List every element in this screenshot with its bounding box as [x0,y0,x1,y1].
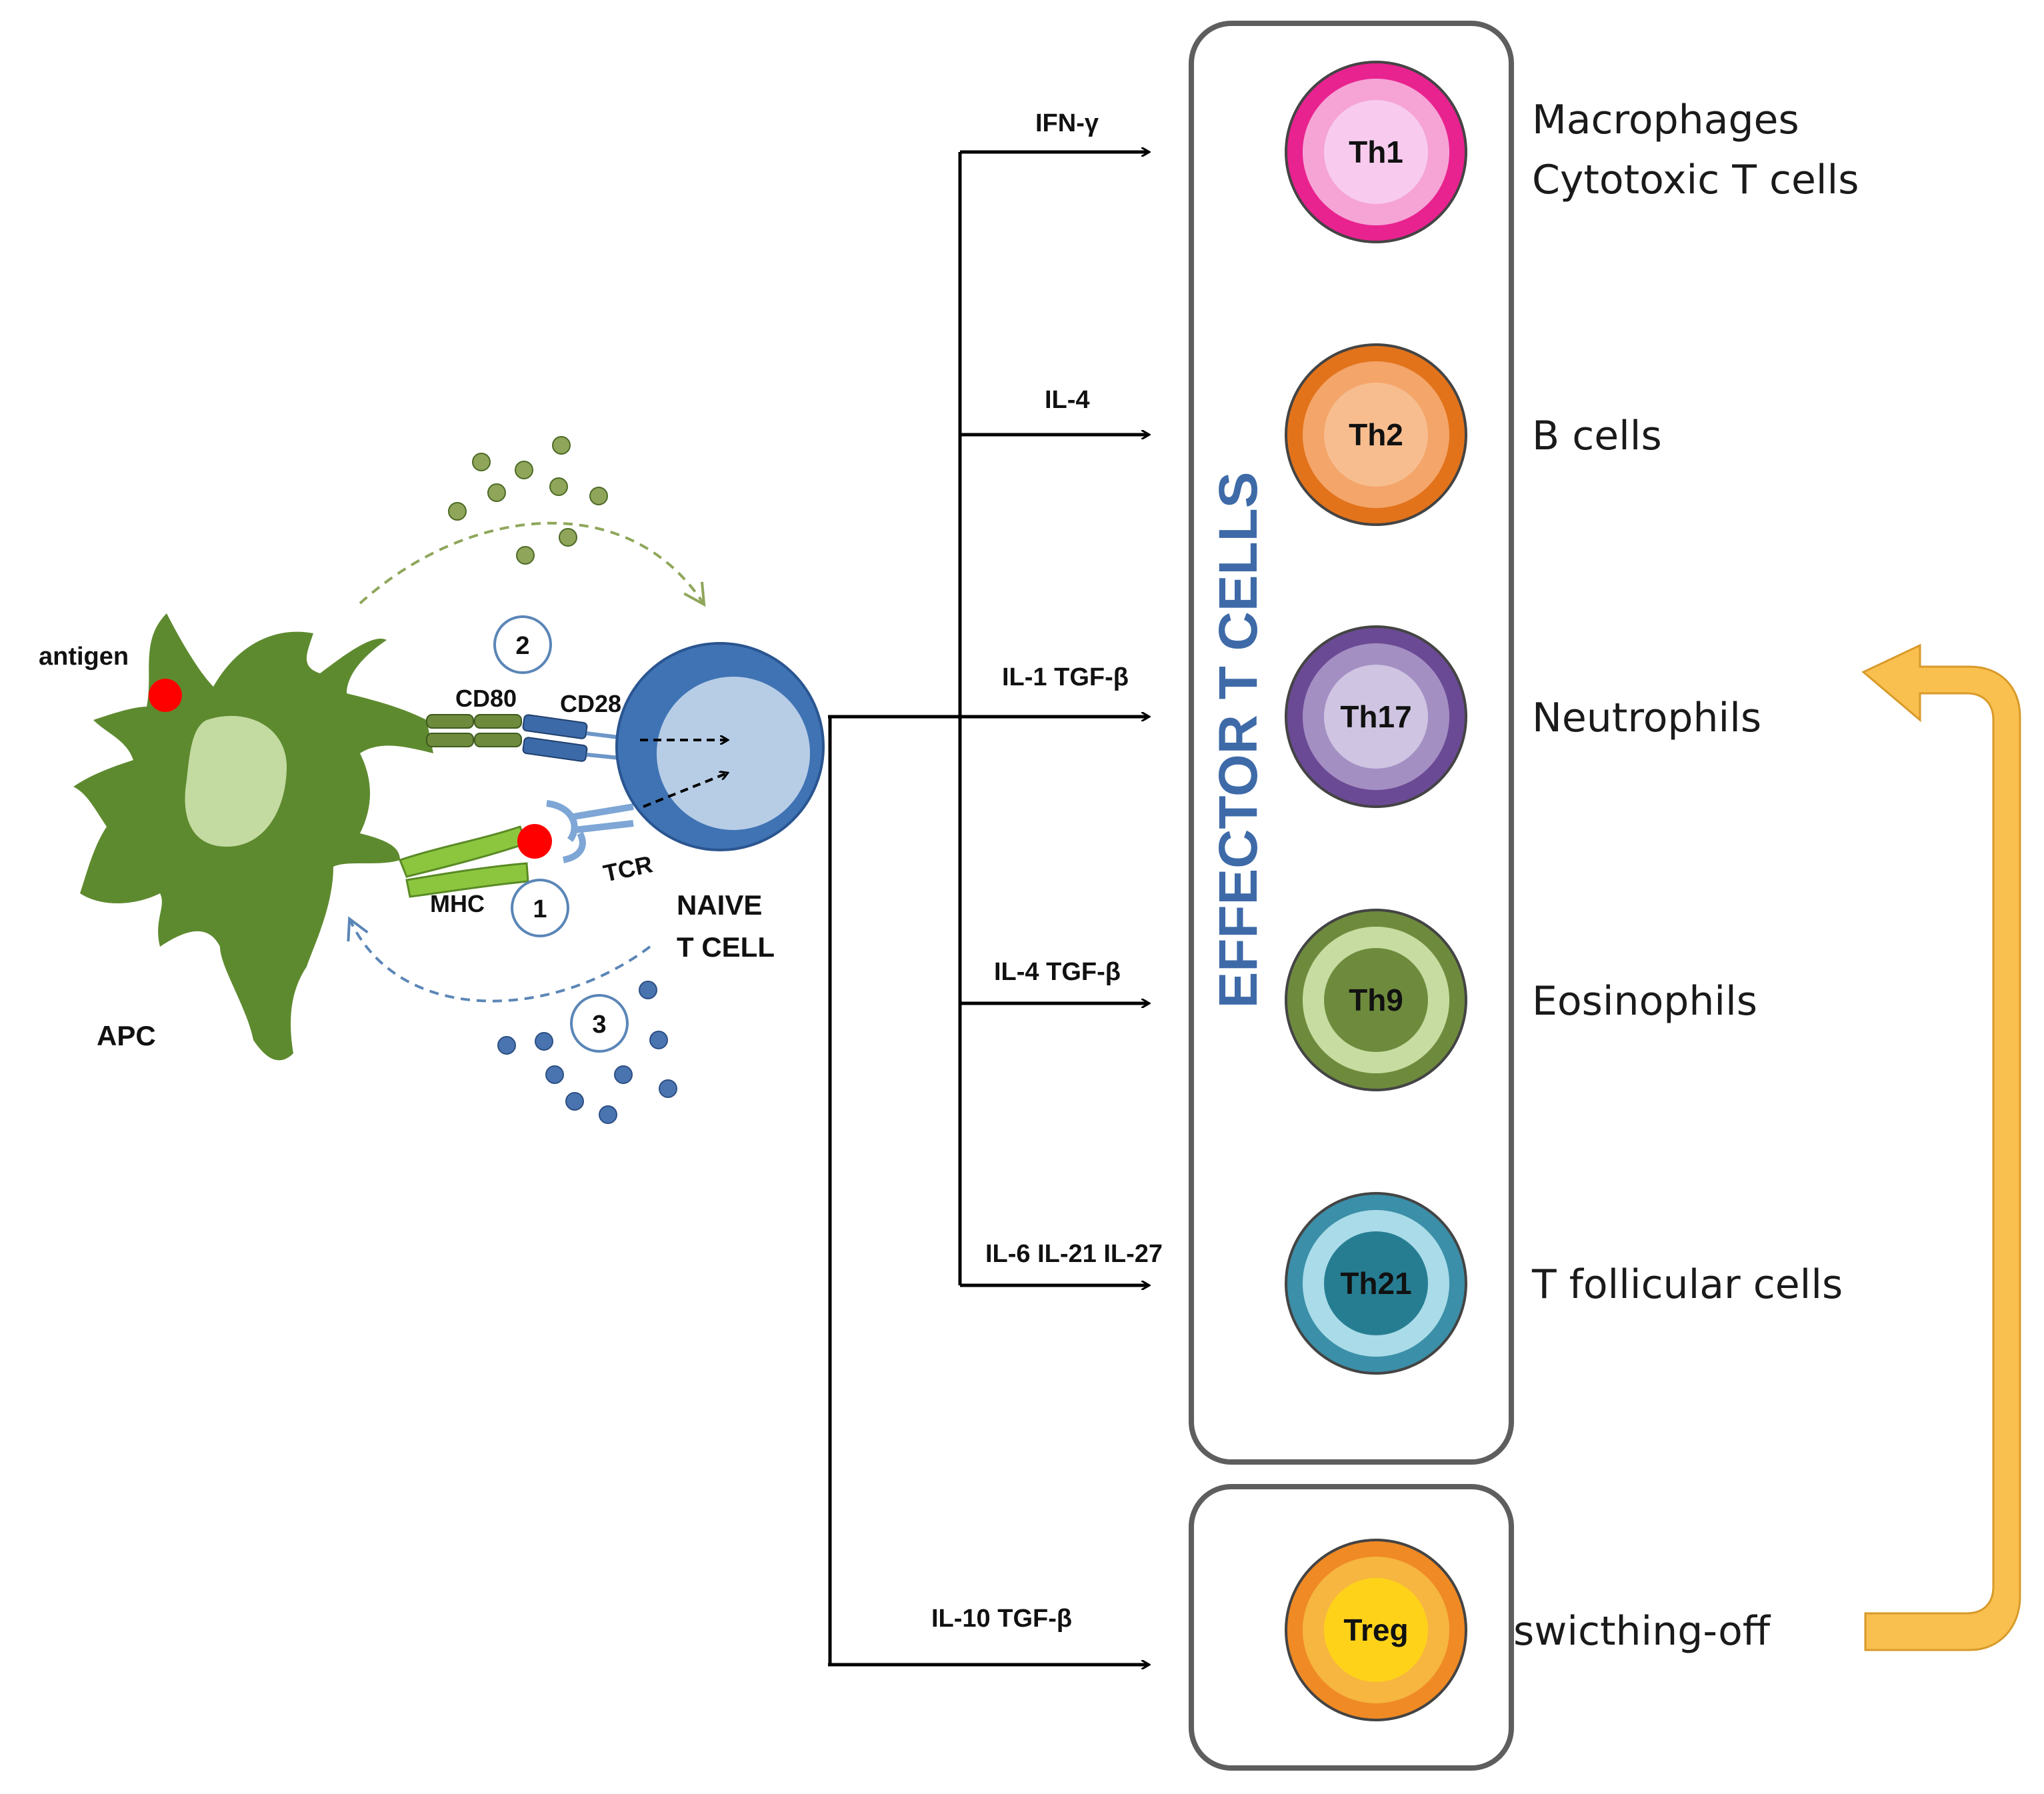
cytokine-label-th9: IL-4 TGF-β [994,958,1121,986]
tcr-label: TCR [601,850,655,887]
cd28-label: CD28 [560,690,621,717]
branch-connectors [828,152,1148,1665]
naive-t-cell-nucleus [657,677,810,830]
antigen-label: antigen [39,643,129,671]
signal-number-1: 1 [533,895,547,923]
cytokine-label-treg: IL-10 TGF-β [931,1605,1072,1633]
target-label-th21: T follicular cells [1531,1261,1843,1308]
target-label-th9: Eosinophils [1532,978,1757,1025]
treg-box [1189,1484,1514,1771]
apc-nucleus [185,715,287,847]
cell-nucleus [1324,1231,1428,1335]
effector-t-cells-title: EFFECTOR T CELLS [1208,472,1269,1009]
cell-nucleus [1324,1578,1428,1682]
cell-th21: Th21 [1285,1192,1467,1375]
cell-name-label: Treg [1343,1613,1408,1647]
cd80-receptor [426,714,522,747]
target-label-treg: swicthing-off [1513,1608,1771,1655]
cell-nucleus [1324,665,1428,769]
signal-badge-2: 2 [493,615,552,674]
signal-badge-3: 3 [570,994,629,1053]
effector-t-cells-box [1189,21,1514,1465]
cell-name-label: Th9 [1349,983,1403,1017]
cell-th9: Th9 [1285,909,1467,1091]
cell-name-label: Th21 [1340,1266,1411,1301]
presented-antigen [517,824,552,859]
antigen-dot [149,679,182,712]
cell-name-label: Th2 [1349,417,1403,452]
cytokine-label-th1: IFN-γ [1035,109,1099,137]
cell-th17: Th17 [1285,625,1467,808]
cell-th2: Th2 [1285,343,1467,526]
cell-name-label: Th1 [1349,135,1403,169]
naive-label-line2: T CELL [677,931,775,963]
apc-cell [73,613,433,1061]
signal-number-2: 2 [515,632,529,660]
apc-label: APC [97,1020,156,1051]
cell-nucleus [1324,948,1428,1052]
mhc-label: MHC [430,890,485,917]
blue-cytokine-dots [497,981,677,1124]
signal-number-3: 3 [592,1011,606,1039]
tcr-receptor [546,800,586,863]
target-label-th1: Cytotoxic T cells [1532,157,1859,203]
cytokine-label-th17: IL-1 TGF-β [1002,663,1129,691]
target-label-th2: B cells [1532,413,1662,459]
green-cytokine-dots [448,436,608,565]
cytokine-label-th21: IL-6 IL-21 IL-27 [985,1240,1163,1268]
signal-arrow-2 [643,773,727,808]
target-label-th1: Macrophages [1532,97,1799,143]
cell-th1: Th1 [1285,61,1467,243]
green-dashed-arrow [359,521,706,607]
blue-dashed-arrow [347,916,651,1003]
cell-treg: Treg [1285,1539,1467,1721]
target-label-th17: Neutrophils [1532,695,1761,741]
cell-name-label: Th17 [1340,699,1411,734]
cd80-label: CD80 [455,685,517,712]
cell-nucleus [1324,383,1428,487]
naive-label-line1: NAIVE [677,889,762,921]
signal-badge-1: 1 [511,879,569,937]
cytokine-label-th2: IL-4 [1045,386,1090,414]
cell-nucleus [1324,100,1428,204]
feedback-arrow [1861,643,2021,1651]
